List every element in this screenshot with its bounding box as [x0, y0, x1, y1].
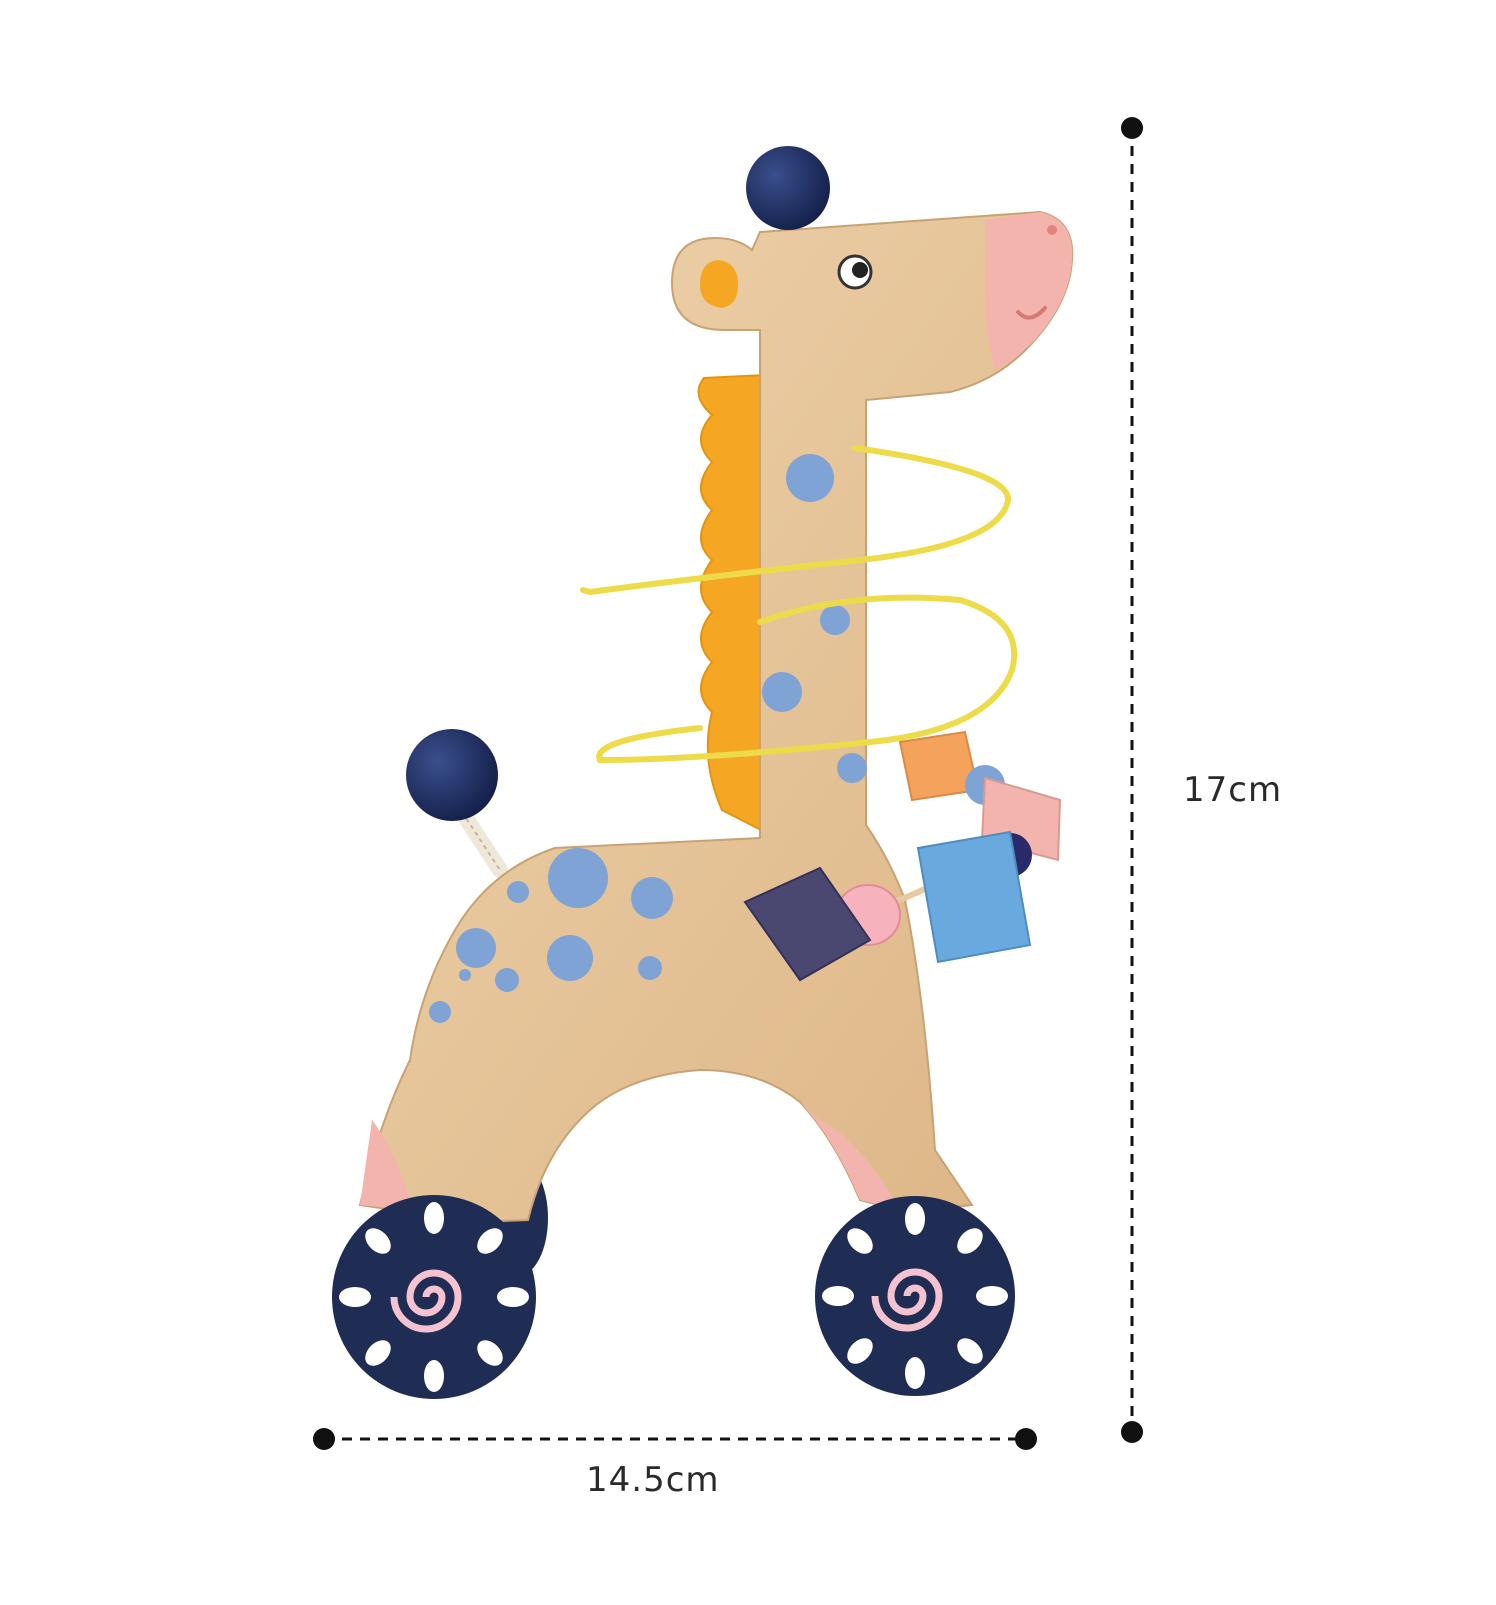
giraffe-body	[358, 210, 1074, 1224]
beads	[743, 730, 1062, 982]
height-dimension-line	[1121, 117, 1143, 1443]
mane	[697, 373, 766, 834]
height-dimension-label: 17cm	[1183, 770, 1283, 810]
front-wheel-left	[332, 1195, 536, 1399]
width-dimension-line	[313, 1428, 1037, 1450]
tail-ball	[406, 729, 498, 821]
head-ball	[746, 146, 830, 230]
front-wheel-right	[815, 1196, 1015, 1396]
blue-spots	[429, 454, 867, 1023]
width-dimension-label: 14.5cm	[586, 1460, 720, 1500]
wire-spiral	[580, 445, 1018, 764]
tail	[406, 729, 508, 878]
